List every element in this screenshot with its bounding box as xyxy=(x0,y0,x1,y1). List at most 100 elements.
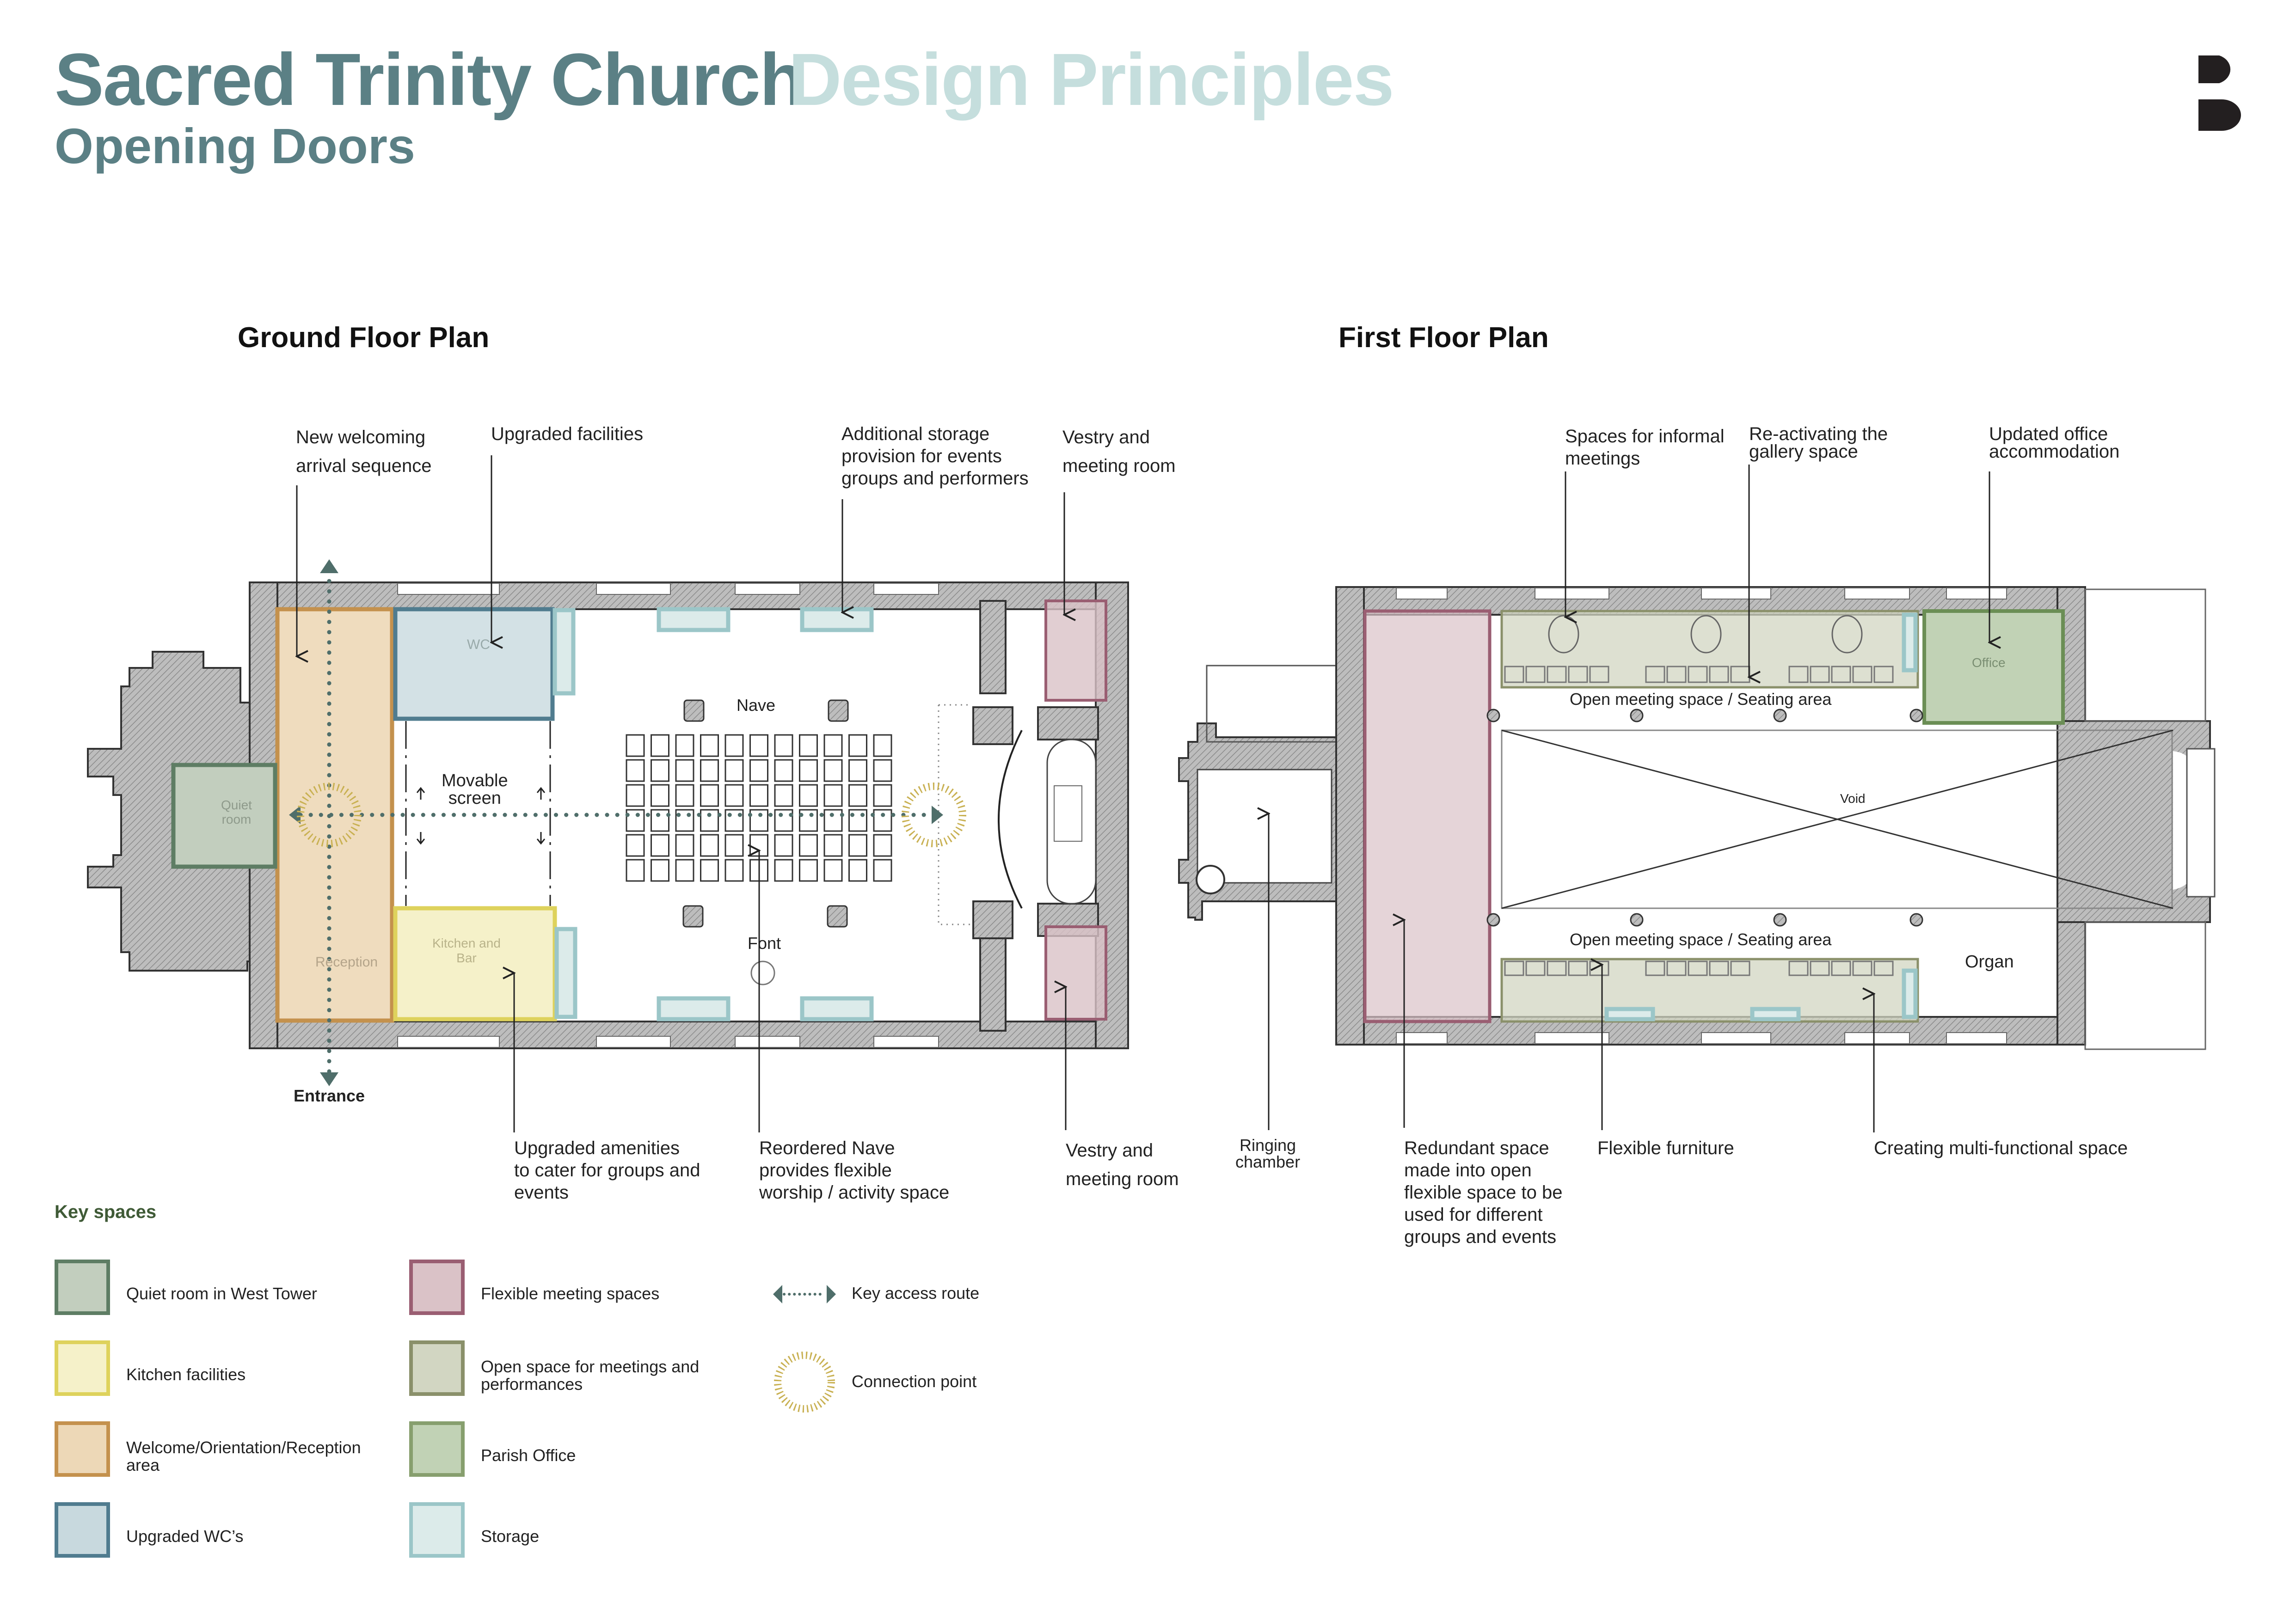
nave-chair xyxy=(675,834,694,857)
annotation-line: Upgraded amenities xyxy=(514,1138,680,1158)
storage-units xyxy=(553,607,874,1022)
ff-annotation-furniture: Flexible furniture xyxy=(1597,1137,1734,1159)
nave-chair xyxy=(873,784,892,807)
kitchen-label-line: Kitchen and xyxy=(432,936,501,950)
key-space-label: Quiet room in West Tower xyxy=(126,1285,317,1303)
nave-chair xyxy=(799,734,818,757)
ff-open-meeting-bottom-label: Open meeting space / Seating area xyxy=(1570,930,1832,949)
annotation-line: meeting room xyxy=(1066,1169,1179,1189)
gf-annotation-nave: Reordered Nave provides flexible worship… xyxy=(759,1137,949,1204)
ff-annotation-redundant: Redundant space made into open flexible … xyxy=(1404,1137,1562,1248)
ff-annotation-multifunctional: Creating multi-functional space xyxy=(1874,1137,2128,1159)
key-space-label: Flexible meeting spaces xyxy=(481,1285,659,1303)
gallery-chair xyxy=(1730,960,1750,976)
ff-flexible-meeting-space xyxy=(1363,609,1492,1023)
vestry-north xyxy=(1044,599,1107,702)
vestry-south xyxy=(1044,925,1107,1021)
gallery-chair xyxy=(1645,960,1665,976)
nave-chair xyxy=(700,859,719,882)
key-swatch xyxy=(409,1340,465,1396)
gallery-chair xyxy=(1547,960,1567,976)
key-swatch xyxy=(409,1260,465,1315)
nave-chair xyxy=(749,759,768,782)
gf-annotation-vestry-top: Vestry and meeting room xyxy=(1062,423,1176,480)
nave-chair xyxy=(724,734,744,757)
nave-pillars xyxy=(682,699,849,928)
void-area xyxy=(1501,729,2173,909)
annotation-line: arrival sequence xyxy=(296,456,432,476)
nave-chair xyxy=(700,734,719,757)
font-basin xyxy=(750,960,775,985)
gallery-chair xyxy=(1709,960,1729,976)
key-space-label-line: Quiet room in West Tower xyxy=(126,1284,317,1303)
annotation-line: meeting room xyxy=(1062,456,1176,476)
gallery-chair xyxy=(1666,666,1687,683)
annotation-line: Updated office xyxy=(1989,424,2108,444)
annotation-line: groups and events xyxy=(1404,1227,1557,1247)
gallery-chair xyxy=(1852,960,1872,976)
annotation-line: accommodation xyxy=(1989,441,2120,462)
gallery-chair xyxy=(1831,666,1851,683)
ff-annotation-office: Updated office accommodation xyxy=(1989,424,2120,462)
annotation-line: Flexible furniture xyxy=(1597,1138,1734,1158)
gallery-chair xyxy=(1810,960,1830,976)
page-subtitle: Design Principles xyxy=(788,38,1394,121)
gallery-chair xyxy=(1810,666,1830,683)
key-space-label-line: Storage xyxy=(481,1527,540,1546)
nave-chair xyxy=(873,834,892,857)
nave-chair xyxy=(823,809,843,832)
connection-point-reception xyxy=(297,783,362,847)
gallery-chair xyxy=(1645,666,1665,683)
nave-chair xyxy=(724,759,744,782)
quiet-room-label: Quiet room xyxy=(221,798,252,827)
key-swatch xyxy=(55,1421,110,1477)
nave-chair xyxy=(675,809,694,832)
nave-chair xyxy=(823,734,843,757)
nave-chair xyxy=(823,784,843,807)
key-title: Key spaces xyxy=(55,1202,157,1222)
nave-chair xyxy=(626,809,645,832)
nave-chair xyxy=(799,809,818,832)
nave-chair xyxy=(848,759,867,782)
annotation-line: groups and performers xyxy=(841,468,1029,489)
nave-chair xyxy=(700,809,719,832)
nave-chair xyxy=(700,834,719,857)
annotation-line: flexible space to be xyxy=(1404,1182,1563,1203)
key-connection-point-label: Connection point xyxy=(852,1372,977,1391)
annotation-line: Reordered Nave xyxy=(759,1138,895,1158)
quiet-room-label-line: room xyxy=(221,812,252,826)
reception-label: Reception xyxy=(315,954,378,970)
nave-chair xyxy=(774,784,793,807)
key-swatch xyxy=(409,1421,465,1477)
gf-annotation-arrival: New welcoming arrival sequence xyxy=(296,423,432,480)
nave-chair xyxy=(848,809,867,832)
nave-chair xyxy=(823,759,843,782)
nave-chair xyxy=(749,784,768,807)
nave-chair xyxy=(651,759,669,782)
wc-area xyxy=(393,607,555,721)
key-space-label: Upgraded WC’s xyxy=(126,1528,243,1545)
gallery-furniture xyxy=(1548,615,1863,654)
first-floor-plan xyxy=(1178,465,2216,1132)
annotation-line: Vestry and xyxy=(1066,1140,1154,1161)
annotation-line: to cater for groups and xyxy=(514,1160,700,1181)
key-space-label: Kitchen facilities xyxy=(126,1366,246,1383)
annotation-line: Re-activating the xyxy=(1749,424,1888,444)
gallery-chair xyxy=(1504,960,1524,976)
nave-chair xyxy=(724,834,744,857)
nave-chair xyxy=(675,734,694,757)
page-tagline: Opening Doors xyxy=(55,118,415,174)
annotation-line: Upgraded facilities xyxy=(491,424,644,444)
gf-annotation-facilities: Upgraded facilities xyxy=(491,423,643,445)
annotation-line: chamber xyxy=(1235,1152,1301,1171)
wc-label: WC xyxy=(467,637,490,652)
nave-chair xyxy=(749,734,768,757)
west-wall-south xyxy=(249,863,278,1049)
nave-chair xyxy=(675,784,694,807)
gallery-chair xyxy=(1688,960,1708,976)
gallery-chair xyxy=(1589,666,1609,683)
annotation-line: Vestry and xyxy=(1062,427,1150,447)
gallery-chair xyxy=(1788,960,1809,976)
nave-chair xyxy=(749,809,768,832)
